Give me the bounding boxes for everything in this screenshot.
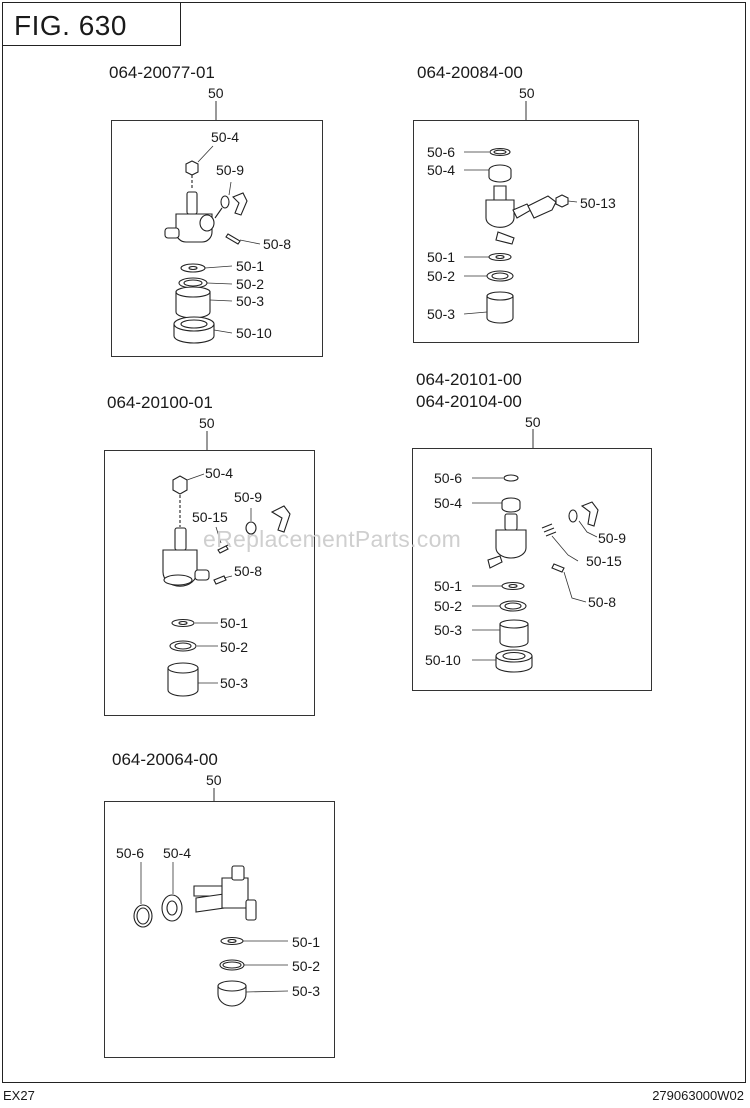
assembly-2-art [485, 147, 569, 324]
assembly-1-leaders [197, 145, 261, 334]
callout-label: 50-8 [588, 594, 617, 610]
callout-label: 50-6 [116, 845, 145, 861]
footer-doc-number: 279063000W02 [652, 1088, 744, 1103]
callout-label: 50-1 [434, 578, 463, 594]
callout-label: 50-2 [220, 639, 249, 655]
callout-label: 50-2 [236, 276, 265, 292]
callout-label: 50-9 [598, 530, 627, 546]
callout-label: 50-6 [434, 470, 463, 486]
assembly-frame [412, 448, 652, 691]
assembly-3-art [162, 475, 291, 697]
callout-label: 50-10 [236, 325, 272, 341]
figure-label: FIG. 630 [14, 10, 127, 41]
callout-label: 50-3 [427, 306, 456, 322]
ref-number: 50 [206, 772, 222, 788]
assembly-5-leaders [140, 862, 289, 993]
figure-label-box: FIG. 630 [2, 2, 181, 46]
ref-number: 50 [208, 85, 224, 101]
assembly-frame [104, 801, 335, 1058]
footer-model: EX27 [3, 1088, 35, 1103]
callout-label: 50-8 [263, 236, 292, 252]
callout-label: 50-4 [434, 495, 463, 511]
assembly-1-art [164, 160, 248, 344]
part-number: 064-20064-00 [112, 750, 218, 769]
assembly-frame [111, 120, 323, 357]
callout-label: 50-15 [586, 553, 622, 569]
callout-label: 50-10 [425, 652, 461, 668]
callout-label: 50-3 [292, 983, 321, 999]
callout-label: 50-2 [292, 958, 321, 974]
assembly-4-leaders [472, 477, 598, 661]
callout-label: 50-6 [427, 144, 456, 160]
ref-number: 50 [525, 414, 541, 430]
ref-number: 50 [519, 85, 535, 101]
ref-number: 50 [199, 415, 215, 431]
watermark: eReplacementParts.com [203, 526, 462, 552]
callout-label: 50-4 [211, 129, 240, 145]
callout-label: 50-4 [427, 162, 456, 178]
callout-label: 50-1 [220, 615, 249, 631]
assembly-5-art [133, 865, 257, 1007]
part-number: 064-20084-00 [417, 63, 523, 82]
callout-label: 50-15 [192, 509, 228, 525]
part-number: 064-20101-00 [416, 370, 522, 389]
sheet-border [2, 2, 746, 1083]
part-number: 064-20100-01 [107, 393, 213, 412]
assembly-2-leaders [463, 151, 578, 315]
callout-label: 50-13 [580, 195, 616, 211]
callout-label: 50-1 [236, 258, 265, 274]
callout-label: 50-1 [292, 934, 321, 950]
callout-label: 50-9 [234, 489, 263, 505]
callout-label: 50-4 [163, 845, 192, 861]
callout-label: 50-8 [234, 563, 263, 579]
callout-label: 50-2 [427, 268, 456, 284]
assembly-3-leaders [186, 473, 252, 684]
callout-label: 50-3 [220, 675, 249, 691]
callout-label: 50-2 [434, 598, 463, 614]
callout-label: 50-1 [427, 249, 456, 265]
part-number: 064-20104-00 [416, 392, 522, 411]
callout-label: 50-9 [216, 162, 245, 178]
callout-label: 50-3 [434, 622, 463, 638]
part-number: 064-20077-01 [109, 63, 215, 82]
callout-label: 50-3 [236, 293, 265, 309]
assembly-frame [104, 450, 315, 716]
assembly-4-art [487, 474, 599, 673]
callout-label: 50-4 [205, 465, 234, 481]
assembly-frame [413, 120, 639, 343]
